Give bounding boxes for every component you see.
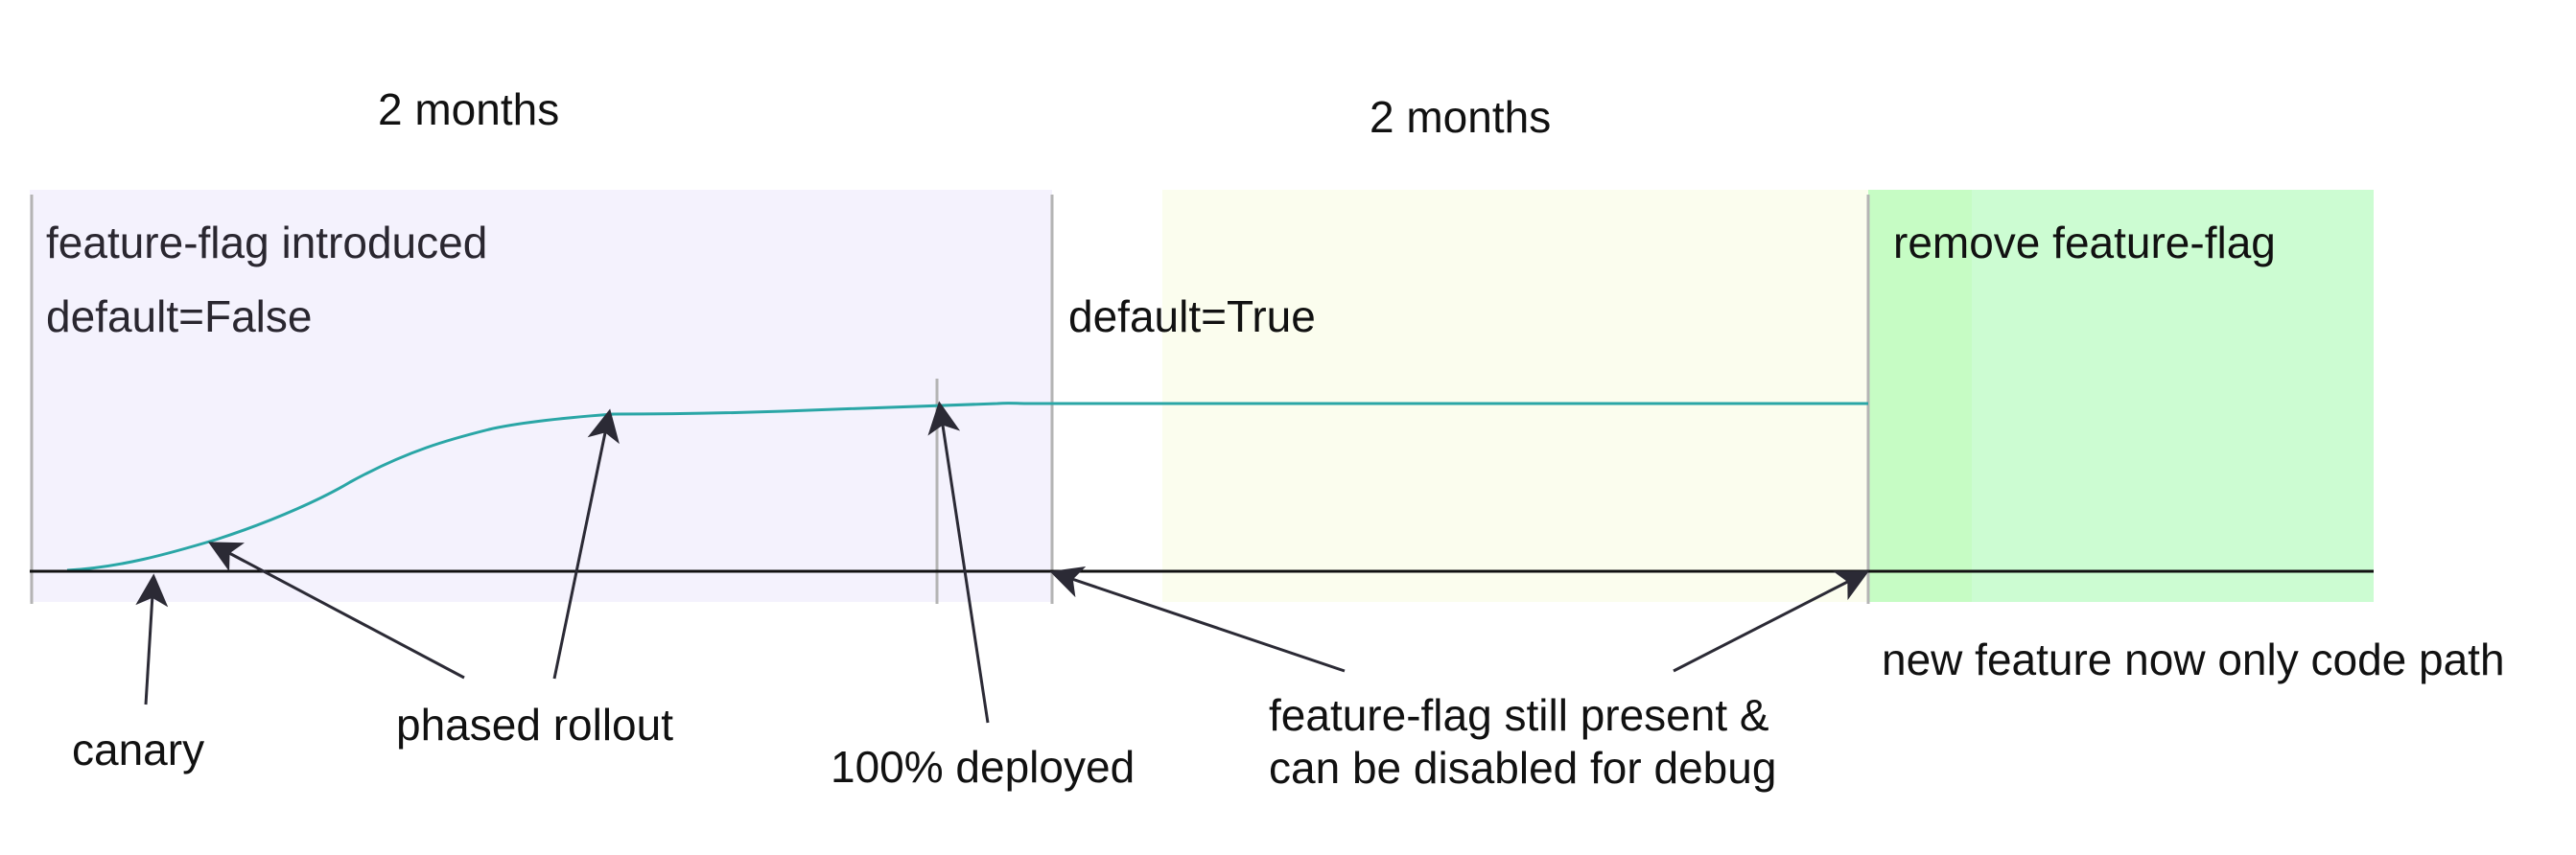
canary-label: canary xyxy=(72,725,205,774)
flag-introduced-title: feature-flag introduced xyxy=(46,218,488,267)
canary-arrow xyxy=(135,573,169,705)
default-false-label: default=False xyxy=(46,291,313,341)
phase-one-duration: 2 months xyxy=(378,84,560,134)
still-present-label-line2: can be disabled for debug xyxy=(1269,743,1777,793)
phase-two-duration: 2 months xyxy=(1370,92,1552,142)
still-present-label-line1: feature-flag still present & xyxy=(1269,690,1769,740)
phase-two-region xyxy=(1162,190,1868,602)
still-present-arrow-right xyxy=(1673,570,1870,673)
phase-three-edge-band xyxy=(1868,190,1972,602)
only-code-path-label: new feature now only code path xyxy=(1882,635,2505,684)
phase-one-region xyxy=(30,190,1052,602)
still-present-arrow-left xyxy=(1049,566,1346,673)
deployed-label: 100% deployed xyxy=(831,742,1136,792)
remove-flag-title: remove feature-flag xyxy=(1893,218,2276,267)
phased-rollout-arrow-right xyxy=(552,408,620,680)
phased-rollout-arrow-left xyxy=(207,542,465,680)
deployed-arrow xyxy=(927,401,990,724)
phased-rollout-label: phased rollout xyxy=(396,700,673,750)
default-true-label: default=True xyxy=(1068,291,1316,341)
